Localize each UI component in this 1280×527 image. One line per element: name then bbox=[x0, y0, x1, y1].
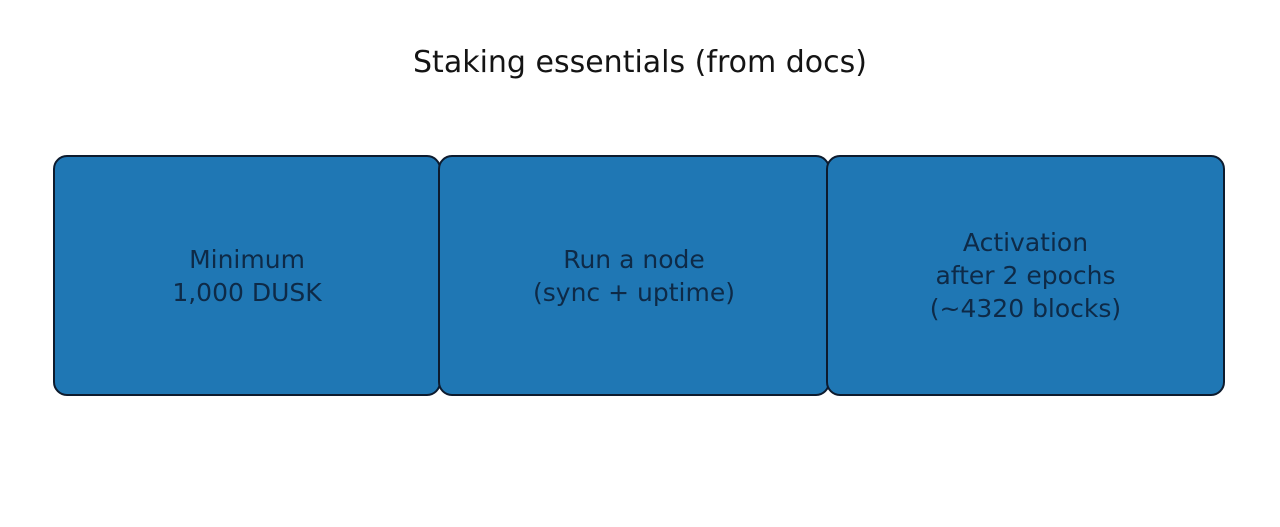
stake-box-minimum: Minimum 1,000 DUSK bbox=[53, 155, 441, 396]
stake-box-activation-label: Activation after 2 epochs (~4320 blocks) bbox=[929, 228, 1122, 323]
stake-box-minimum-label: Minimum 1,000 DUSK bbox=[172, 244, 322, 307]
stake-box-activation: Activation after 2 epochs (~4320 blocks) bbox=[826, 155, 1225, 396]
stake-box-run-node-label: Run a node (sync + uptime) bbox=[533, 244, 735, 307]
stake-box-run-node: Run a node (sync + uptime) bbox=[438, 155, 830, 396]
diagram-title: Staking essentials (from docs) bbox=[413, 45, 867, 80]
